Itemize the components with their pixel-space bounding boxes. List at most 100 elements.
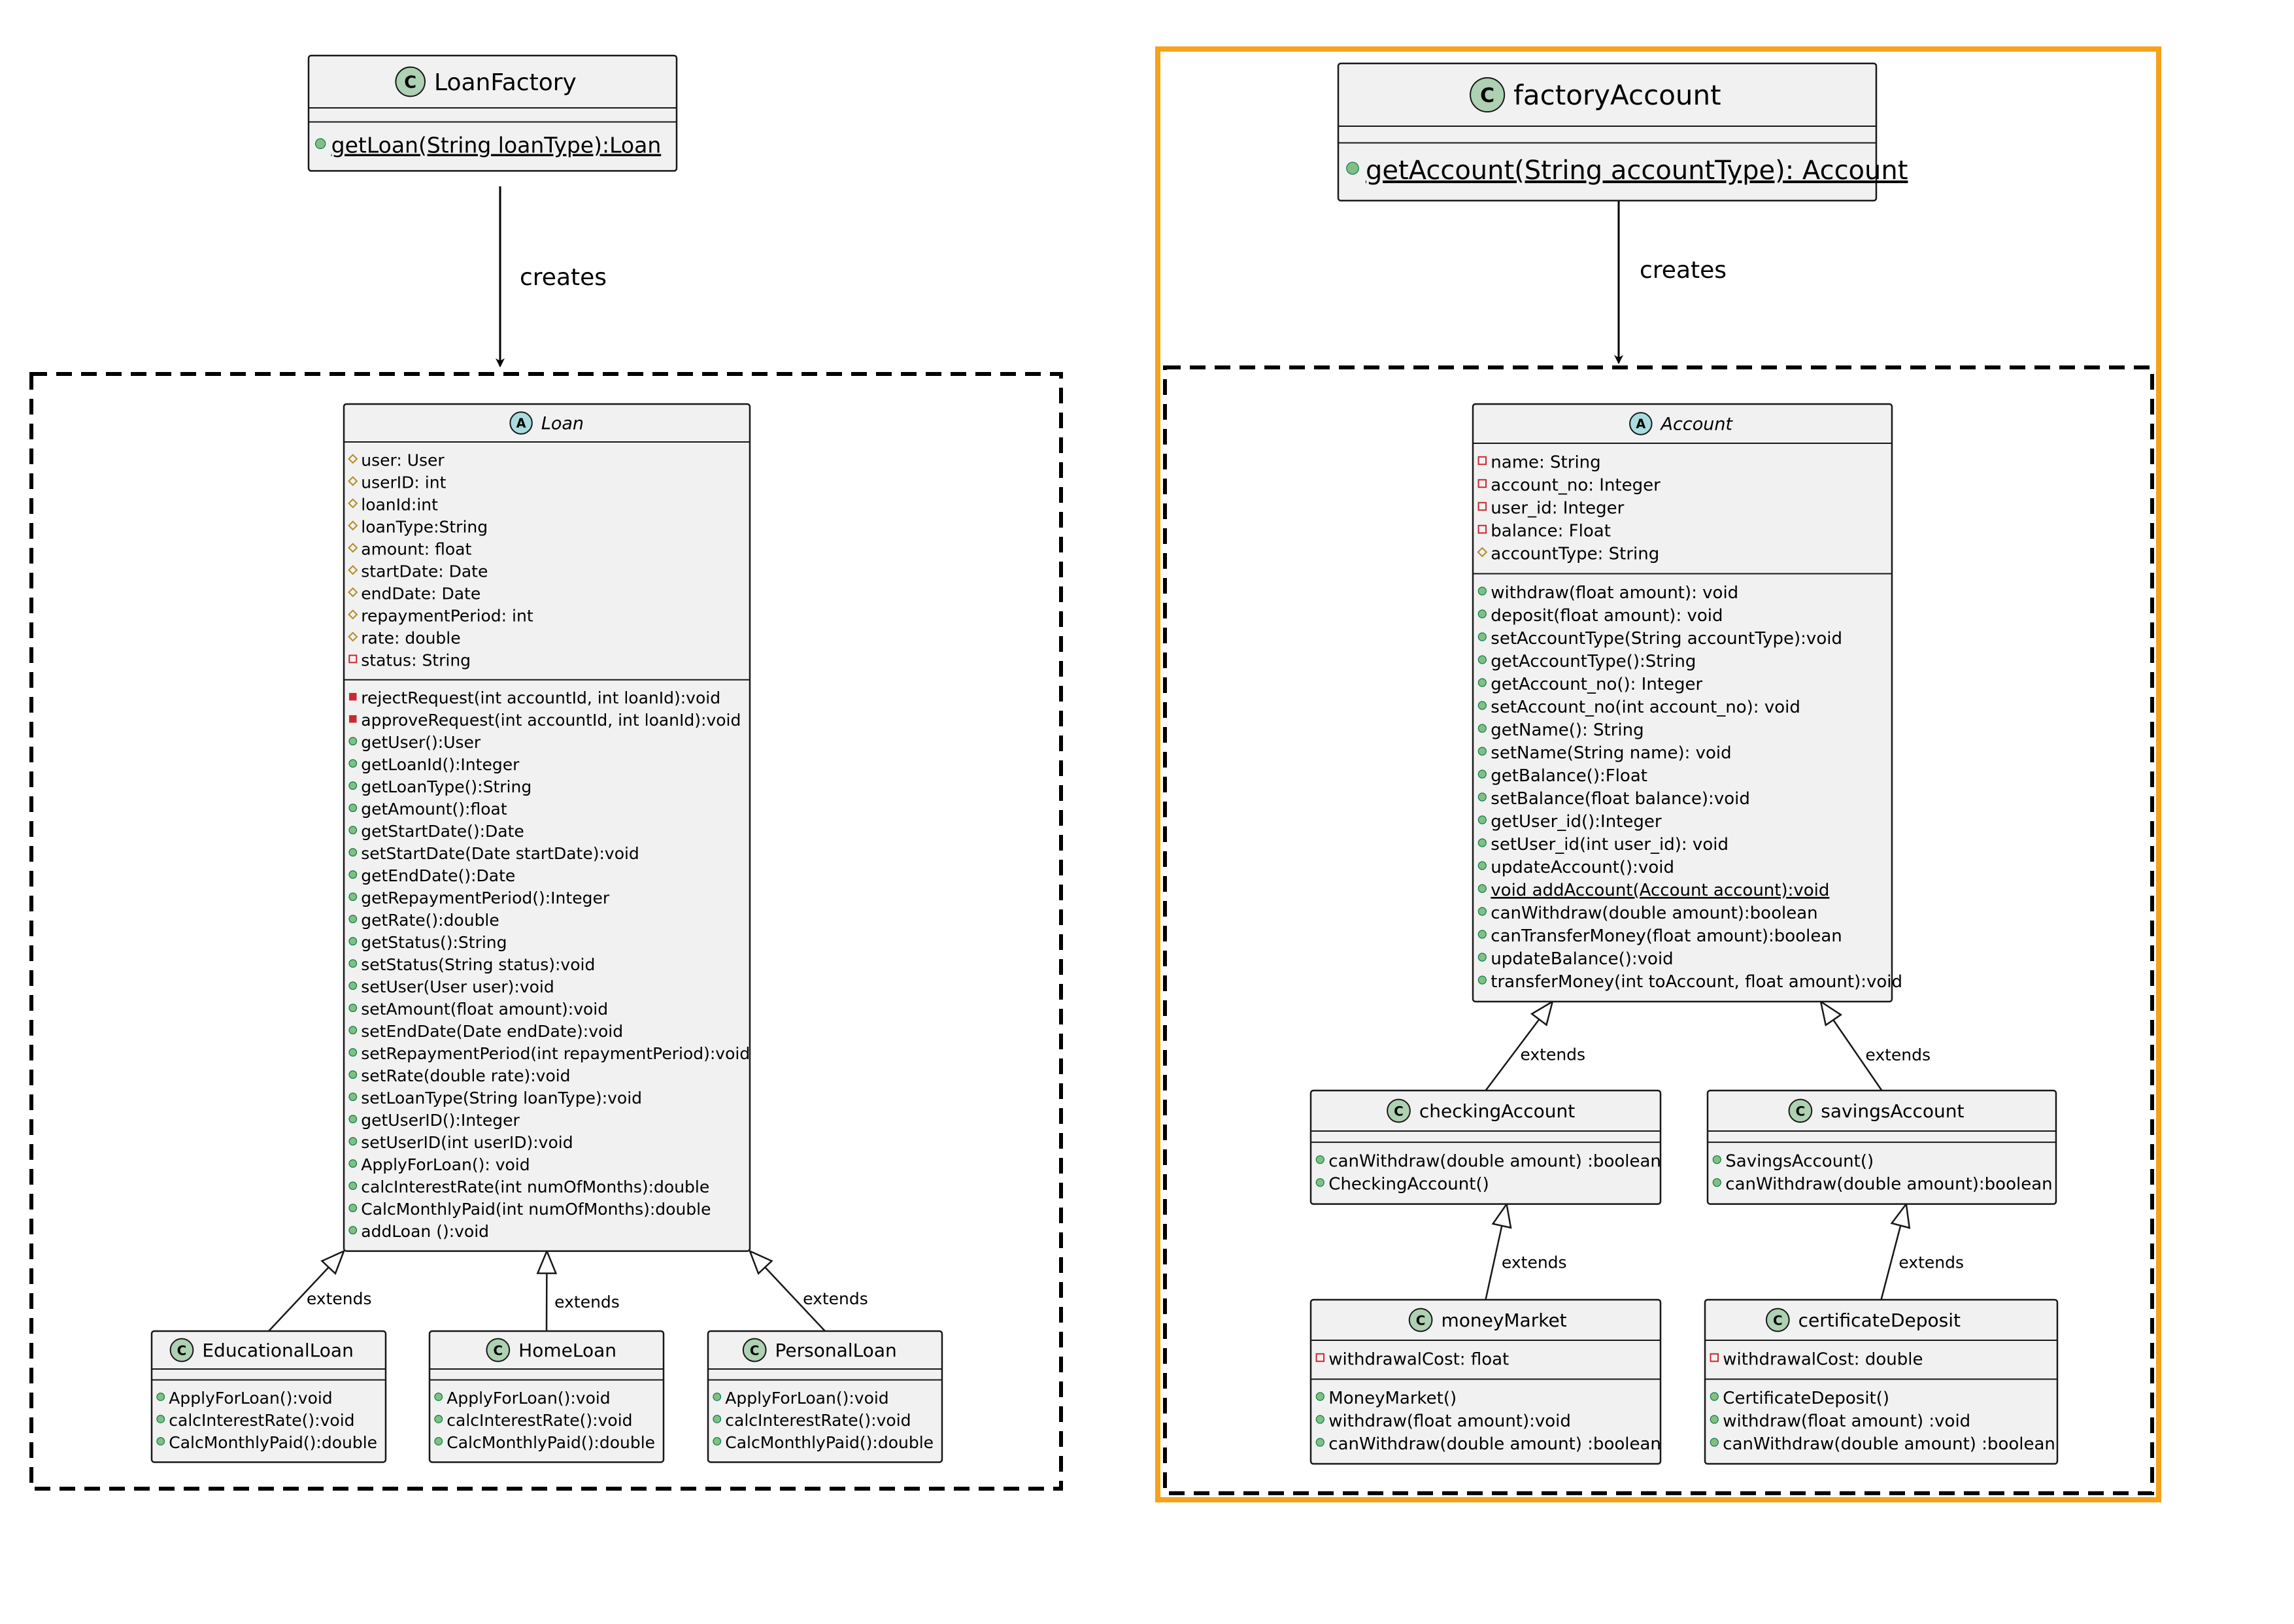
class-method: ApplyForLoan(): void <box>361 1155 530 1174</box>
protected-field-icon <box>348 454 358 464</box>
class-method: setAccount_no(int account_no): void <box>1491 698 1800 717</box>
extends-edge-savingsAccount: extends <box>1819 1000 1931 1091</box>
class-box <box>707 1330 943 1463</box>
class-field: status: String <box>361 651 471 669</box>
extends-edge-personalLoan: extends <box>748 1249 868 1332</box>
class-method: getAccount_no(): Integer <box>1491 675 1702 694</box>
account-group-frame <box>1163 365 2154 1495</box>
extends-label: extends <box>1502 1253 1567 1272</box>
protected-field-icon <box>348 587 358 598</box>
class-name: Loan <box>541 414 584 434</box>
class-method: getBalance():Float <box>1491 766 1647 786</box>
class-name: certificateDeposit <box>1798 1310 1961 1331</box>
class-method: transferMoney(int toAccount, float amoun… <box>1491 972 1902 992</box>
public-visibility-icon <box>156 1415 165 1423</box>
public-visibility-icon <box>1477 815 1487 824</box>
class-name: checkingAccount <box>1419 1100 1575 1122</box>
class-method: addLoan ():void <box>361 1222 489 1241</box>
public-visibility-icon <box>1346 161 1359 175</box>
generalization-arrowhead <box>1890 1202 1911 1229</box>
class-field: balance: Float <box>1491 521 1611 541</box>
class-name: LoanFactory <box>434 69 577 96</box>
class-method: getStatus():String <box>361 933 507 952</box>
private-field-icon <box>1477 456 1487 465</box>
class-icon <box>1387 1098 1411 1123</box>
class-icon <box>395 66 426 97</box>
extends-label: extends <box>1520 1045 1585 1064</box>
public-visibility-icon <box>348 1070 358 1079</box>
public-visibility-icon <box>348 737 358 746</box>
class-method: CheckingAccount() <box>1328 1175 1489 1194</box>
public-visibility-icon <box>1710 1415 1719 1424</box>
class-method: canWithdraw(double amount) :boolean <box>1723 1434 2055 1454</box>
class-method: getAccount(String accountType): Account <box>1366 156 1908 186</box>
public-visibility-icon <box>713 1393 722 1401</box>
public-visibility-icon <box>348 1226 358 1235</box>
public-visibility-icon <box>156 1437 165 1446</box>
class-method: void addAccount(Account account):void <box>1491 881 1829 900</box>
class-method: setRepaymentPeriod(int repaymentPeriod):… <box>361 1044 750 1063</box>
class-method: canTransferMoney(float amount):boolean <box>1491 926 1842 946</box>
class-name: PersonalLoan <box>775 1340 897 1361</box>
class-field: name: String <box>1491 452 1600 472</box>
protected-field-icon <box>348 543 358 553</box>
class-icon <box>169 1338 194 1362</box>
class-box <box>150 1330 387 1463</box>
extends-edge-certificateDeposit: extends <box>1880 1202 1964 1300</box>
public-visibility-icon <box>348 1048 358 1057</box>
public-visibility-icon <box>713 1437 722 1446</box>
public-visibility-icon <box>1477 701 1487 710</box>
public-visibility-icon <box>1315 1155 1324 1164</box>
loan-creates-label: creates <box>520 264 607 291</box>
class-field: withdrawalCost: double <box>1723 1349 1923 1369</box>
public-visibility-icon <box>1477 907 1487 916</box>
public-visibility-icon <box>1710 1438 1719 1447</box>
extends-label: extends <box>803 1289 868 1308</box>
public-visibility-icon <box>1477 953 1487 962</box>
public-visibility-icon <box>348 892 358 902</box>
class-method: setEndDate(Date endDate):void <box>361 1022 623 1041</box>
class-icon <box>1408 1308 1433 1332</box>
generalization-arrowhead <box>1530 1000 1554 1026</box>
class-field: user: User <box>361 450 445 469</box>
public-visibility-icon <box>1710 1392 1719 1401</box>
public-visibility-icon <box>348 781 358 790</box>
public-visibility-icon <box>348 804 358 813</box>
public-visibility-icon <box>1477 770 1487 779</box>
class-stereotype-letter: C <box>1773 1312 1783 1328</box>
public-visibility-icon <box>348 1004 358 1013</box>
class-field: account_no: Integer <box>1491 475 1661 495</box>
public-visibility-icon <box>1477 930 1487 939</box>
class-method: setUser_id(int user_id): void <box>1491 835 1729 854</box>
extends-line <box>1485 1019 1540 1091</box>
class-method: CalcMonthlyPaid():double <box>447 1433 655 1452</box>
class-icon <box>1788 1098 1813 1123</box>
public-visibility-icon <box>348 848 358 857</box>
private-method-icon <box>348 715 357 723</box>
public-visibility-icon <box>348 759 358 768</box>
class-method: calcInterestRate(int numOfMonths):double <box>361 1177 709 1196</box>
public-visibility-icon <box>348 937 358 946</box>
class-method: getName(): String <box>1491 720 1644 740</box>
public-visibility-icon <box>348 870 358 879</box>
public-visibility-icon <box>1477 586 1487 596</box>
class-method: getLoanType():String <box>361 777 531 796</box>
generalization-arrowhead <box>536 1249 558 1274</box>
class-method: setStartDate(Date startDate):void <box>361 844 639 863</box>
class-field: endDate: Date <box>361 584 481 603</box>
class-method: getAmount():float <box>361 800 507 819</box>
class-field: accountType: String <box>1491 544 1659 564</box>
class-name: moneyMarket <box>1441 1310 1566 1331</box>
class-method: ApplyForLoan():void <box>725 1389 888 1408</box>
public-visibility-icon <box>314 138 326 150</box>
abstract-class-icon <box>1629 412 1653 435</box>
public-visibility-icon <box>1315 1392 1324 1401</box>
class-field: amount: float <box>361 539 471 558</box>
protected-field-icon <box>348 609 358 620</box>
